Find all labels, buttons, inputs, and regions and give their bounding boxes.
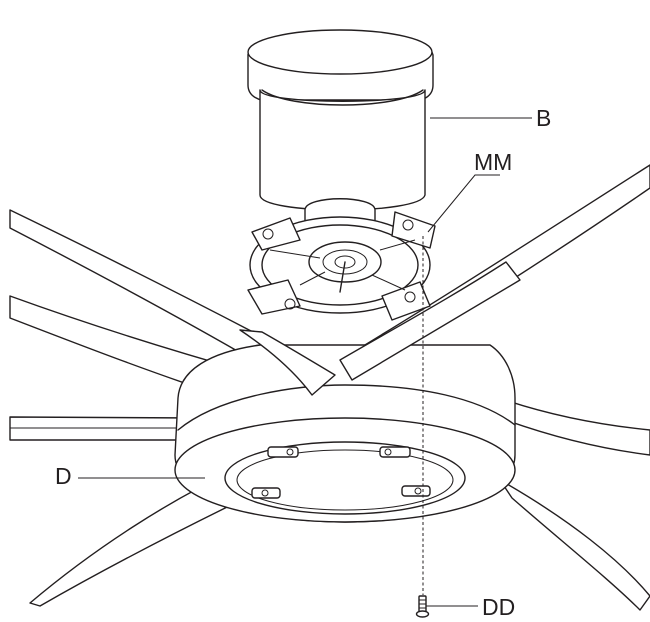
label-mm: MM <box>474 149 512 175</box>
leader-mm <box>427 174 500 233</box>
label-dd: DD <box>482 594 515 620</box>
canopy <box>247 29 434 211</box>
ring-inner-opening <box>224 441 466 515</box>
blade-lower-right <box>499 479 650 611</box>
label-d: D <box>55 463 72 489</box>
ring-tabs <box>251 446 431 499</box>
mounting-plate <box>247 198 436 321</box>
label-b: B <box>536 105 551 131</box>
blade-right <box>499 399 650 456</box>
screw <box>415 595 430 618</box>
